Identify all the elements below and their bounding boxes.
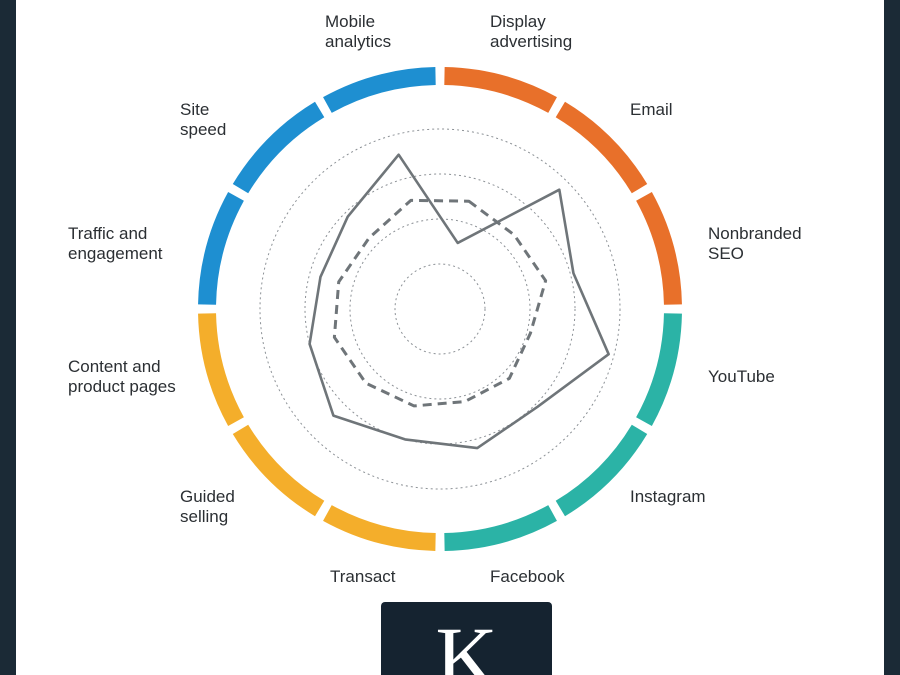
- logo-letter: K: [435, 609, 498, 675]
- category-label: Display advertising: [490, 12, 573, 51]
- category-label: Email: [630, 100, 673, 119]
- grid-ring-1: [394, 263, 486, 355]
- ring-segment-9: [198, 192, 244, 305]
- category-label: Instagram: [630, 487, 706, 506]
- ring-segment-1: [555, 101, 648, 194]
- grid-rings: [259, 128, 621, 490]
- radar-chart: [198, 67, 682, 551]
- ring-segment-2: [636, 192, 682, 305]
- logo: K: [381, 602, 552, 675]
- category-ring: [198, 67, 682, 551]
- category-label: Site speed: [180, 100, 227, 139]
- ring-segment-7: [232, 424, 325, 517]
- series-solid-line: [308, 153, 610, 450]
- ring-segment-5: [444, 505, 557, 551]
- category-label: Facebook: [490, 567, 565, 586]
- category-label: Content and product pages: [68, 357, 176, 396]
- grid-ring-2: [349, 218, 531, 400]
- category-label: YouTube: [708, 367, 775, 386]
- category-label: Transact: [330, 567, 396, 586]
- grid-ring-4: [259, 128, 621, 490]
- ring-segment-0: [444, 67, 557, 113]
- category-label: Traffic and engagement: [68, 224, 163, 263]
- series-dashed-line: [332, 198, 548, 408]
- ring-segment-4: [555, 424, 648, 517]
- ring-segment-8: [198, 313, 244, 426]
- category-label: Guided selling: [180, 487, 235, 526]
- ring-segment-3: [636, 313, 682, 426]
- ring-segment-11: [323, 67, 436, 113]
- ring-segment-6: [323, 505, 436, 551]
- category-label: Mobile analytics: [325, 12, 392, 51]
- category-label: Nonbranded SEO: [708, 224, 802, 263]
- series-lines: [308, 153, 610, 450]
- ring-segment-10: [232, 101, 325, 194]
